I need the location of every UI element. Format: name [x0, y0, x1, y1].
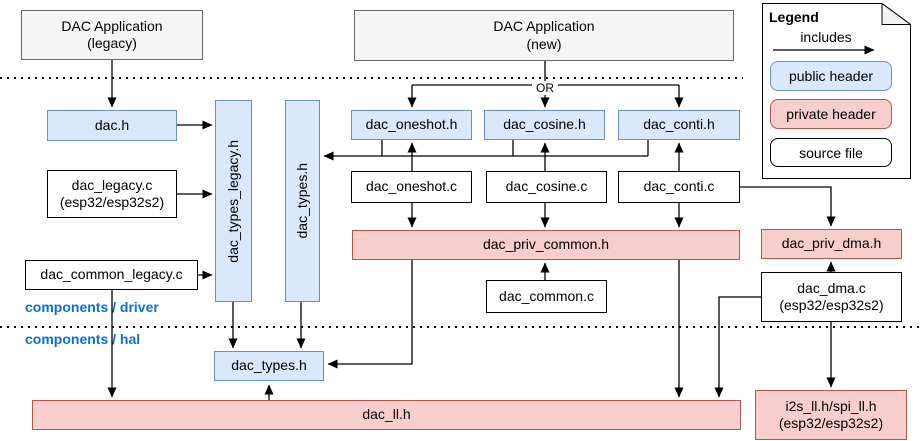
node-dac-common-legacy-c: dac_common_legacy.c	[25, 260, 198, 290]
node-label: i2s_ll.h/spi_ll.h	[785, 397, 877, 414]
node-sublabel: (esp32/esp32s2)	[59, 194, 165, 210]
legend-note: Legend includes public header private he…	[762, 3, 911, 179]
node-label: dac_priv_dma.h	[781, 235, 882, 252]
node-label: dac_types.h	[293, 163, 310, 239]
node-dac-cosine-h: dac_cosine.h	[484, 110, 605, 140]
node-label: DAC Application	[61, 17, 163, 34]
node-label: dac_common.c	[499, 287, 594, 304]
or-junction-label: OR	[532, 81, 558, 95]
node-dac-oneshot-h: dac_oneshot.h	[351, 110, 472, 140]
edge-dac-priv-common-h-to-dac-types-h-hal	[327, 260, 413, 369]
edge-dac-dma-c-to-dac-ll-h	[714, 296, 761, 398]
node-label: dac_oneshot.c	[365, 178, 458, 195]
node-label: dac_dma.c	[797, 279, 866, 296]
node-label: dac_oneshot.h	[365, 116, 458, 133]
node-dac-cosine-c: dac_cosine.c	[486, 171, 607, 203]
node-label: dac_conti.h	[643, 116, 715, 133]
node-dac-conti-c: dac_conti.c	[618, 171, 740, 203]
node-dac-application-new: DAC Application (new)	[354, 10, 734, 61]
node-label: dac_ll.h	[362, 406, 411, 423]
node-label: dac_cosine.c	[505, 178, 588, 195]
legend-item-label: public header	[788, 68, 874, 84]
node-dac-priv-dma-h: dac_priv_dma.h	[761, 229, 902, 259]
node-sublabel: (new)	[526, 35, 562, 52]
node-label: dac_cosine.h	[503, 116, 586, 133]
node-dac-conti-h: dac_conti.h	[618, 110, 740, 140]
node-dac-legacy-c: dac_legacy.c (esp32/esp32s2)	[47, 170, 177, 218]
section-label-components-driver: components / driver	[25, 299, 159, 315]
legend-item-private-header: private header	[770, 99, 892, 129]
node-label: dac_legacy.c	[71, 176, 153, 193]
node-dac-h: dac.h	[47, 110, 177, 141]
node-label: dac_types.h	[231, 357, 307, 374]
node-label: DAC Application	[493, 18, 595, 34]
node-dac-application-legacy: DAC Application (legacy)	[21, 10, 203, 60]
node-dac-oneshot-c: dac_oneshot.c	[351, 171, 472, 203]
node-dac-types-h-hal: dac_types.h	[214, 351, 324, 381]
node-dac-priv-common-h: dac_priv_common.h	[352, 230, 740, 260]
legend-item-source-file: source file	[770, 138, 892, 167]
legend-item-public-header: public header	[770, 61, 892, 91]
legend-includes-label: includes	[800, 29, 852, 45]
node-sublabel: (esp32/esp32s2)	[778, 415, 884, 431]
node-dac-common-c: dac_common.c	[486, 280, 607, 313]
node-label: dac_common_legacy.c	[40, 266, 183, 283]
legend-item-label: source file	[799, 144, 863, 161]
legend-item-label: private header	[786, 106, 876, 122]
section-label-components-hal: components / hal	[25, 331, 141, 347]
node-dac-types-h-driver: dac_types.h	[285, 100, 320, 302]
edge-dac-conti-c-to-dac-priv-dma-h	[740, 186, 836, 227]
node-dac-ll-h: dac_ll.h	[32, 400, 741, 430]
node-label: dac_types_legacy.h	[224, 139, 241, 263]
node-dac-types-legacy-h: dac_types_legacy.h	[215, 100, 252, 302]
node-sublabel: (legacy)	[87, 35, 137, 51]
note-shape-icon	[762, 3, 911, 179]
legend-title: Legend	[769, 9, 819, 25]
node-dac-dma-c: dac_dma.c (esp32/esp32s2)	[761, 272, 902, 322]
node-label: dac.h	[94, 116, 130, 133]
node-sublabel: (esp32/esp32s2)	[779, 297, 884, 313]
node-i2s-ll-spi-ll-h: i2s_ll.h/spi_ll.h (esp32/esp32s2)	[755, 390, 907, 440]
node-label: dac_conti.c	[643, 178, 715, 195]
node-label: dac_priv_common.h	[482, 236, 610, 253]
